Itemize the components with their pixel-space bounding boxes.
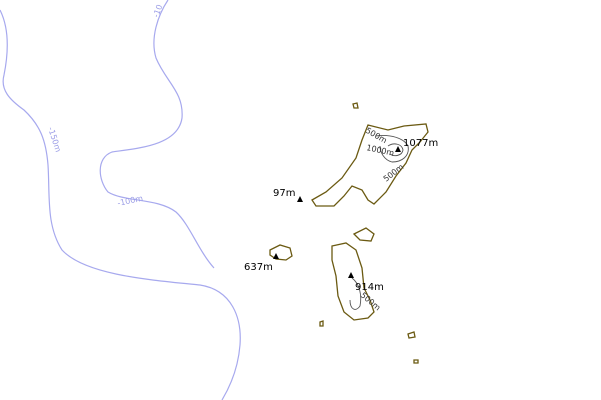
bathymetry-contour-far-left [0, 9, 241, 400]
bathymetry-contour-near [99, 0, 215, 269]
peak-label-1077m: 1077m [403, 138, 438, 149]
island-west [269, 244, 293, 261]
peak-marker-637m [273, 253, 279, 259]
relief-contour-north-1000 [387, 143, 404, 157]
peak-label-914m: 914m [355, 282, 384, 293]
peak-marker-1077m [395, 146, 401, 152]
bathymetry-label-left: -150m [46, 126, 63, 154]
peaks: 1077m 97m 637m 914m [244, 138, 438, 293]
relief-contour-north-500 [375, 135, 409, 163]
island-south-top [352, 227, 375, 242]
peak-label-97m: 97m [273, 188, 295, 199]
relief-contour-south-500 [349, 277, 362, 310]
peak-label-637m: 637m [244, 262, 273, 273]
bathymetry-label-middle: -100m [117, 194, 144, 208]
island-north-islet [352, 102, 359, 109]
peak-marker-97m [297, 196, 303, 202]
islet-southeast [413, 359, 419, 364]
islet-southwest [319, 320, 324, 327]
bathymetry-contours: -10 -150m -100m [0, 0, 241, 400]
peak-marker-914m [348, 272, 354, 278]
island-south [331, 242, 375, 321]
bathymetry-label-top: -10 [151, 3, 164, 18]
islet-east [407, 331, 416, 339]
